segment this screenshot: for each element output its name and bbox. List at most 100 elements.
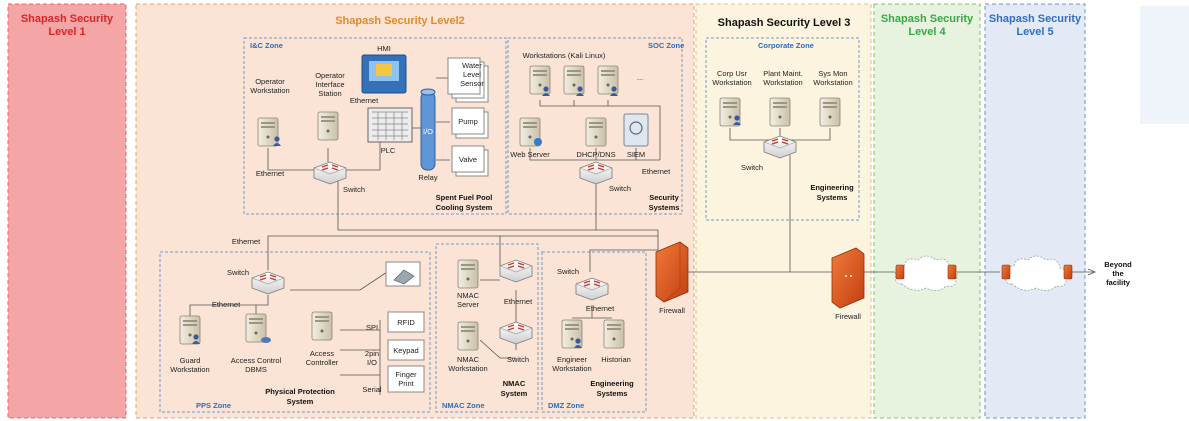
nmac-switch-label: Switch [507,355,529,364]
nmac-ws-server-icon [457,321,479,351]
ethernet-hmi-label: Ethernet [350,96,379,105]
finger-label-2: Print [398,379,414,388]
nmac-ethernet-label: Ethernet [504,297,533,306]
pps-zone-box [159,251,431,413]
ic-zone-title: I&C Zone [250,41,283,50]
firewall-l3-icon [831,247,865,309]
fingerprint-box [387,365,425,393]
dmz-switch-label: Switch [557,267,579,276]
level1-title-line2: Level 1 [48,26,85,38]
dmz-system-label-1: Engineering [590,379,634,388]
water-sensor-label-1: Water [462,61,482,70]
web-server-label: Web Server [510,150,550,159]
l5-firewall-left-icon [1001,264,1011,280]
hmi-label: HMI [377,44,391,53]
firewall-l2-label: Firewall [659,306,685,315]
soc-switch-label: Switch [609,184,631,193]
guard-label-1: Guard [180,356,201,365]
engineer-ws-server-icon [561,319,583,349]
corp-ws-label-1: Corp Usr [717,69,748,78]
database-icon [261,337,271,343]
pps-system-label-2: System [287,397,314,406]
finger-label-1: Finger [395,370,417,379]
soc-ethernet-label: Ethernet [642,167,671,176]
ic-system-label-2: Cooling System [436,203,493,212]
soc-system-label-1: Security [649,193,679,202]
dmz-zone-title: DMZ Zone [548,401,584,410]
level1-title-line1: Shapash Security [21,13,114,25]
beyond-label-1: Beyond [1104,260,1132,269]
l4-firewall-right-icon [947,264,957,280]
corp-system-label-2: Systems [817,193,848,202]
corp-ws-label-2: Workstation [712,78,751,87]
guard-label-2: Workstation [170,365,209,374]
operator-interface-server-icon [317,111,339,141]
level1-panel [7,3,127,419]
beyond-label-3: facility [1106,278,1131,287]
guard-ws-server-icon [179,315,201,345]
level5-title-line2: Level 5 [1016,26,1053,38]
keypad-box [387,339,425,361]
plc-icon [367,107,413,143]
level4-title-line2: Level 4 [908,26,946,38]
dpin-label-2: I/O [367,358,377,367]
corp-system-label-1: Engineering [810,183,854,192]
dhcp-label: DHCP/DNS [576,150,615,159]
nmac-server-label-2: Server [457,300,480,309]
plant-ws-server-icon [769,97,791,127]
l5-firewall-right-icon [1063,264,1073,280]
workstations-label: Workstations (Kali Linux) [523,51,606,60]
operator-ws-label-2: Workstation [250,86,289,95]
corp-ws-server-icon [719,97,741,127]
dmz-ethernet-label: Ethernet [586,304,615,313]
dhcp-server-icon [585,117,607,147]
hmi-icon [361,54,407,94]
io-label: I/O [423,127,433,136]
plc-label: PLC [381,146,396,155]
soc-zone-title: SOC Zone [648,41,684,50]
sysmon-ws-label-1: Sys Mon [818,69,847,78]
valve-stack [451,145,489,177]
water-sensor-label-3: Sensor [460,79,484,88]
relay-io-icon [420,88,436,171]
level3-panel [695,3,872,419]
pps-zone-title: PPS Zone [196,401,231,410]
ic-zone-box [243,37,507,215]
nmac-server-label-1: NMAC [457,291,480,300]
firewall-l3-label: Firewall [835,312,861,321]
soc-zone-box [507,37,683,215]
soc-ellipsis: ... [637,73,643,82]
corner-decoration [1140,6,1189,124]
corp-switch-label: Switch [741,163,763,172]
level5-title-line1: Shapash Security [989,13,1082,25]
level3-title: Shapash Security Level 3 [718,17,851,29]
engineer-label-1: Engineer [557,355,588,364]
globe-icon [534,138,542,146]
level4-title-line1: Shapash Security [881,13,974,25]
operator-is-label-3: Station [318,89,341,98]
connection-lines [189,77,1095,395]
dpin-label-1: 2pin [365,349,379,358]
siem-icon [623,113,649,147]
dmz-zone-box [541,251,647,413]
keypad-label: Keypad [393,346,418,355]
sysmon-ws-label-2: Workstation [813,78,852,87]
nmac-server-icon [457,259,479,289]
water-sensor-label-2: Level [463,70,481,79]
operator-is-label-2: Interface [315,80,344,89]
nmac-system-label-2: System [501,389,528,398]
rfid-label: RFID [397,318,415,327]
pump-stack [451,107,489,139]
l4-firewall-left-icon [895,264,905,280]
corporate-zone-title: Corporate Zone [758,41,814,50]
ic-ethernet-label: Ethernet [256,169,285,178]
operator-ws-label-1: Operator [255,77,285,86]
plant-ws-label-1: Plant Maint. [763,69,803,78]
dbms-label-1: Access Control [231,356,282,365]
access-controller-server-icon [311,311,333,341]
operator-workstation-server-icon [257,117,279,147]
sysmon-ws-server-icon [819,97,841,127]
sensor-stack [447,57,489,103]
nmac-ws-label-2: Workstation [448,364,487,373]
